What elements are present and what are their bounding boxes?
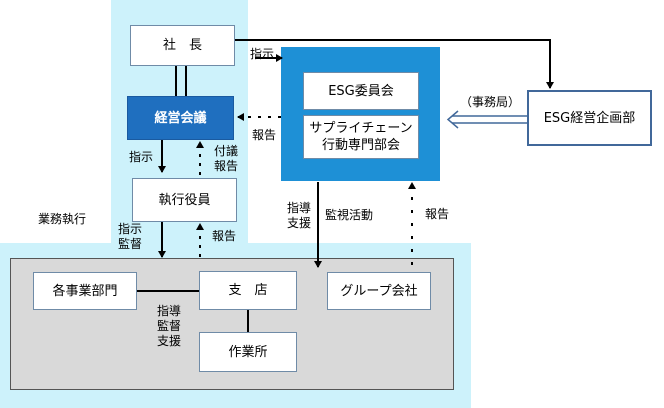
management-meeting-box: 経営会議 (127, 96, 234, 140)
branch-guidance-label: 指導 監督 支援 (157, 304, 181, 349)
instruction-top-label: 指示 (250, 47, 275, 61)
branch-box: 支 店 (199, 271, 297, 310)
subcommittee-line1: サプライチェーン (309, 121, 413, 136)
instruction-left-label: 指示 (129, 150, 154, 164)
esg-committee-box: ESG委員会 (303, 72, 419, 110)
monitoring-label: 監視活動 (325, 208, 374, 222)
instruct-supervise-label: 指示 監督 (118, 222, 142, 252)
instruct-supervise-line2: 監督 (118, 237, 143, 251)
work-site-box: 作業所 (199, 332, 297, 372)
business-execution-label: 業務執行 (38, 212, 87, 226)
group-companies-box: グループ会社 (327, 272, 431, 310)
attach-line2: 報告 (214, 159, 239, 173)
branch-guidance-line2: 監督 (157, 319, 182, 333)
president-box: 社 長 (130, 25, 235, 66)
branch-guidance-line3: 支援 (157, 334, 182, 348)
supply-chain-subcommittee-box: サプライチェーン 行動専門部会 (303, 115, 419, 159)
attach-report-label: 付議 報告 (214, 144, 238, 174)
attach-line1: 付議 (214, 144, 239, 158)
subcommittee-line2: 行動専門部会 (321, 138, 400, 153)
report-to-meeting-label: 報告 (252, 128, 277, 142)
esg-planning-dept-box: ESG経営企画部 (527, 90, 652, 146)
report-exec-label: 報告 (212, 229, 237, 243)
secretariat-label: （事務局） (460, 95, 521, 109)
president-to-planning-arrow (235, 39, 554, 89)
branch-guidance-line1: 指導 (157, 304, 182, 318)
secretariat-arrow-head (446, 110, 459, 129)
instruct-supervise-line1: 指示 (118, 222, 143, 236)
guidance-line2: 支援 (287, 216, 312, 230)
guidance-line1: 指導 (287, 201, 312, 215)
executive-officers-box: 執行役員 (132, 178, 237, 222)
report-right-label: 報告 (425, 207, 450, 221)
business-divisions-box: 各事業部門 (33, 272, 137, 310)
guidance-support-label: 指導 支援 (287, 201, 311, 231)
